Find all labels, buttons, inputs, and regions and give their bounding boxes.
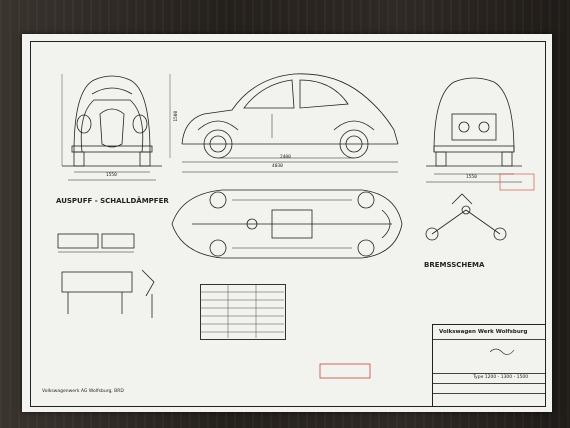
side-view (169, 73, 399, 173)
blueprint-paper: 4030 2400 1550 1550 1500 AUSPUFF - SCHAL… (22, 34, 552, 412)
dim-height: 1500 (174, 110, 180, 122)
red-stamp-box (319, 363, 371, 379)
exhaust-parts (57, 233, 155, 318)
spec-table-lines (200, 284, 284, 338)
brake-schema (425, 193, 507, 241)
type-label: Type 1200 - 1300 - 1500 (473, 375, 529, 380)
drawing-frame (30, 41, 546, 407)
car-blueprint-drawing (57, 73, 535, 379)
brake-heading: BREMSSCHEMA (424, 261, 485, 269)
footer-company: Volkswagenwerk AG Wolfsburg, BRD (42, 389, 124, 394)
dim-rear-width: 1550 (466, 175, 477, 180)
rear-view (426, 77, 522, 183)
spec-table (200, 284, 286, 340)
dim-wheelbase: 2400 (280, 155, 291, 160)
chassis-plan-view (171, 189, 403, 259)
dim-total-length: 4030 (272, 164, 283, 169)
company-name: Volkswagen Werk Wolfsburg (439, 329, 528, 335)
front-view (61, 74, 162, 181)
dim-front-width: 1550 (106, 173, 117, 178)
signature (489, 348, 515, 355)
red-stamp-corner (499, 173, 535, 191)
title-block: Volkswagen Werk Wolfsburg Type 1200 - 13… (432, 324, 545, 406)
exhaust-heading: AUSPUFF - SCHALLDÄMPFER (56, 197, 169, 205)
